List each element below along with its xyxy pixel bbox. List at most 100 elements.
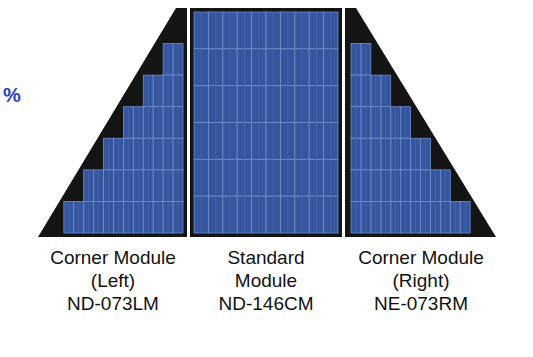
solar-cell: [295, 159, 309, 196]
solar-cell: [295, 123, 309, 160]
solar-cell: [237, 12, 251, 49]
solar-cell: [361, 107, 371, 139]
solar-cell: [143, 107, 153, 139]
solar-cell: [411, 138, 421, 170]
solar-cell: [324, 49, 338, 86]
solar-cell: [295, 12, 309, 49]
solar-cell: [223, 123, 237, 160]
solar-cell: [252, 86, 266, 123]
solar-cell: [266, 49, 280, 86]
solar-cell: [223, 196, 237, 233]
solar-cell: [84, 170, 94, 202]
solar-cell: [309, 159, 323, 196]
solar-cell: [64, 201, 74, 233]
solar-cell: [163, 44, 173, 76]
right-module-frame: [345, 8, 496, 237]
solar-cell: [371, 75, 381, 107]
solar-cell: [143, 201, 153, 233]
solar-cell: [208, 159, 222, 196]
solar-cell: [309, 12, 323, 49]
solar-cell: [266, 86, 280, 123]
solar-cell: [252, 196, 266, 233]
solar-cell: [266, 123, 280, 160]
solar-cell: [361, 44, 371, 76]
solar-cell: [401, 201, 411, 233]
solar-cell: [351, 75, 361, 107]
solar-cell: [361, 170, 371, 202]
solar-cell: [411, 170, 421, 202]
solar-cell: [309, 86, 323, 123]
note-label: %: [3, 84, 21, 107]
solar-cell: [104, 201, 114, 233]
solar-cell: [381, 138, 391, 170]
solar-cell: [401, 107, 411, 139]
solar-cell: [153, 107, 163, 139]
solar-cell: [163, 201, 173, 233]
solar-cell: [361, 75, 371, 107]
solar-cell: [324, 123, 338, 160]
solar-cell: [133, 201, 143, 233]
solar-cell: [194, 159, 208, 196]
solar-module: Corner Module (Right)NE-073RM: [345, 8, 497, 315]
solar-cell: [173, 75, 183, 107]
solar-cell: [391, 201, 401, 233]
model-number: ND-073LM: [45, 292, 181, 315]
solar-cell: [173, 107, 183, 139]
solar-cell: [237, 49, 251, 86]
solar-cell: [133, 170, 143, 202]
solar-cell: [371, 138, 381, 170]
solar-cell: [430, 170, 440, 202]
solar-cell: [371, 107, 381, 139]
solar-cell: [114, 138, 124, 170]
solar-cell: [324, 196, 338, 233]
solar-cell: [208, 86, 222, 123]
solar-cell: [208, 196, 222, 233]
solar-cell: [173, 170, 183, 202]
solar-cell: [381, 107, 391, 139]
solar-cell: [163, 138, 173, 170]
solar-cell: [440, 170, 450, 202]
model-number: ND-146CM: [198, 292, 334, 315]
left-module-frame: [38, 8, 187, 237]
solar-cell: [173, 138, 183, 170]
solar-cell: [153, 201, 163, 233]
model-number: NE-073RM: [353, 292, 489, 315]
solar-cell: [143, 170, 153, 202]
solar-cell: [252, 123, 266, 160]
solar-cell: [153, 138, 163, 170]
solar-cell: [163, 107, 173, 139]
solar-cell: [280, 196, 294, 233]
solar-cell: [223, 12, 237, 49]
solar-cell: [411, 201, 421, 233]
solar-cell: [421, 170, 431, 202]
solar-cell: [114, 170, 124, 202]
solar-cell: [223, 159, 237, 196]
solar-cell: [123, 170, 133, 202]
solar-cell: [123, 107, 133, 139]
solar-cell: [371, 170, 381, 202]
solar-cell: [123, 201, 133, 233]
solar-cell: [208, 12, 222, 49]
solar-cell: [391, 170, 401, 202]
module-name: Corner Module (Right): [353, 246, 489, 292]
solar-cell: [252, 49, 266, 86]
solar-cell: [351, 201, 361, 233]
solar-cell: [123, 138, 133, 170]
solar-cell: [440, 201, 450, 233]
solar-cell: [163, 170, 173, 202]
solar-cell: [421, 138, 431, 170]
solar-cell: [280, 86, 294, 123]
solar-cell: [266, 196, 280, 233]
solar-cell: [104, 138, 114, 170]
solar-cell: [295, 86, 309, 123]
solar-cell: [237, 123, 251, 160]
solar-cell: [252, 159, 266, 196]
solar-module: Corner Module (Left)ND-073LM: [38, 8, 188, 315]
solar-cell: [194, 123, 208, 160]
solar-cell: [223, 49, 237, 86]
solar-cell: [237, 86, 251, 123]
solar-cell: [351, 107, 361, 139]
solar-cell: [208, 49, 222, 86]
solar-cell: [460, 201, 470, 233]
solar-cell: [194, 12, 208, 49]
